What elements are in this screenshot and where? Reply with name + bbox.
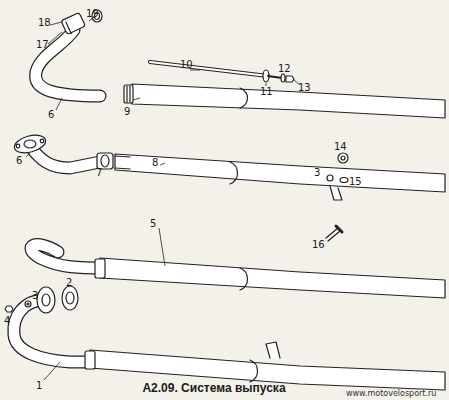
callout-number: 12: [278, 64, 291, 74]
callout-number: 10: [180, 60, 193, 70]
callout-number: 2: [66, 278, 72, 288]
callout-number: 9: [124, 107, 130, 117]
callout-number: 7: [96, 168, 102, 178]
callout-number: 17: [36, 40, 49, 50]
callout-number: 11: [260, 87, 273, 97]
callout-number: 3: [32, 291, 38, 301]
watermark: www.motovelosport.ru: [346, 390, 436, 398]
callout-number: 18: [38, 18, 51, 28]
callout-number: 16: [312, 240, 325, 250]
callout-number: 13: [298, 83, 311, 93]
callout-number: 19: [86, 9, 99, 19]
callout-number: 1: [36, 381, 42, 391]
callout-number: 15: [349, 177, 362, 187]
callout-number: 8: [152, 158, 158, 168]
callout-number: 4: [4, 316, 10, 326]
callout-number: 14: [334, 142, 347, 152]
callout-number: 6: [16, 156, 22, 166]
callout-number: 5: [150, 219, 156, 229]
figure-caption: А2.09. Система выпуска: [142, 381, 285, 395]
callout-number: 6: [48, 110, 54, 120]
callout-number: 3: [314, 168, 320, 178]
